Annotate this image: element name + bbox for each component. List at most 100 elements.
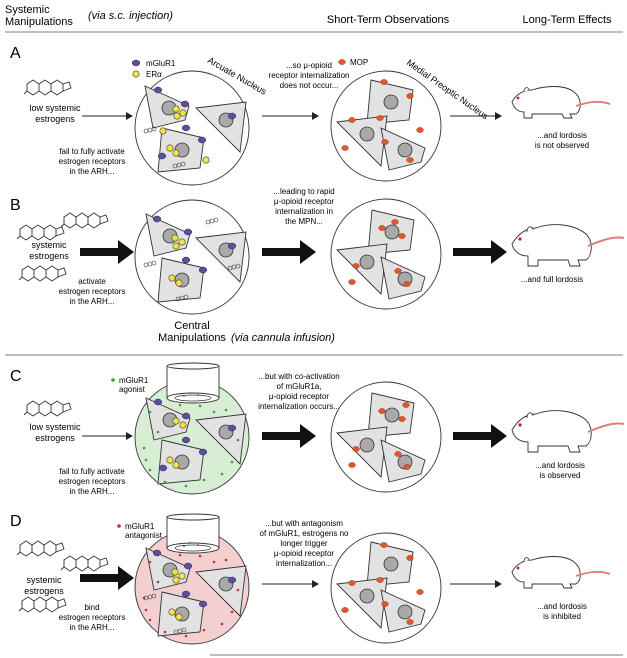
mglur1-receptor [183,228,193,236]
row-a-cause-1: fail to fully activate [59,147,125,156]
mop-receptor [403,464,411,470]
legend-mglur1: mGluR1 [146,59,176,68]
estrogen-small-icon [173,627,187,635]
legend-antagonist-icon [117,524,121,528]
mop-receptor [348,462,356,468]
mglur1-receptor [153,398,163,406]
row-a-letter: A [10,45,21,62]
mop-receptor [341,145,349,151]
row-d-letter: D [10,513,22,530]
mop-receptor [380,542,388,548]
row-d-mid-2: of mGluR1, estrogens no [260,529,349,538]
mglur1-receptor [227,112,237,120]
rat-icon [511,223,625,267]
legend-antagonist-1: mGluR1 [125,522,155,531]
mop-receptor [376,115,384,121]
mglur1-receptor [181,590,191,598]
row-b-mid-3: internalization in [275,207,333,216]
estrogen-molecule-icon [23,400,72,417]
mop-receptor [348,580,356,586]
row-a-mid-1: ...so μ-opioid [286,61,332,70]
estrogen-small-icon [172,161,186,169]
mglur1-receptor [198,600,208,608]
row-d-cause-3: in the ARH... [70,623,115,632]
row-b-arrow-2 [262,240,316,264]
mop-receptor [416,127,424,133]
row-b-letter: B [10,197,21,214]
estrogen-molecule-icon [18,265,67,282]
rat-icon [511,85,611,119]
mop-receptor [406,619,414,625]
era-receptor [175,613,183,621]
estrogen-small-icon [205,217,219,225]
header-systemic-note: (via s.c. injection) [88,10,173,22]
mop-receptor [378,225,386,231]
mglur1-receptor [227,576,237,584]
row-c-cause-3: in the ARH... [70,487,115,496]
mglur1-receptor [158,464,168,472]
era-receptor [166,456,174,464]
era-receptor [179,109,187,117]
mglur1-receptor [227,424,237,432]
mop-receptor [376,577,384,583]
central-line2: Manipulations [158,332,226,344]
row-c-estrogen-2: estrogens [35,433,75,443]
row-a-arrow-3-head [495,112,502,120]
era-receptor [178,238,186,246]
row-b-mid-4: the MPN... [285,217,323,226]
estrogen-molecule-icon [60,212,109,229]
row-c-effect-1: ...and lordosis [535,461,585,470]
estrogen-small-icon [175,294,189,302]
mop-receptor [352,446,360,452]
legend-era-icon [132,70,140,78]
row-c-arrow-1-head [126,432,133,440]
row-b-cause-2: estrogen receptors [59,287,126,296]
mop-receptor [416,589,424,595]
mop-receptor [380,79,388,85]
row-a-cause-2: estrogen receptors [59,157,126,166]
row-c-effect-2: is observed [540,471,581,480]
row-a: A low systemic estrogens fail to fully a… [10,45,611,186]
mglur1-receptor [183,562,193,570]
mglur1-receptor [152,215,162,223]
mop-receptor [381,139,389,145]
estrogen-molecule-icon [16,224,65,241]
row-c: C low systemic estrogens fail to fully a… [10,362,625,496]
row-a-mid-2: receptor internalization [269,71,350,80]
row-a-effect-2: is not observed [535,141,589,150]
mglur1-receptor [181,412,191,420]
row-d-mid-3: longer trigger [280,539,327,548]
mglur1-receptor [227,242,237,250]
mop-receptor [398,416,406,422]
row-a-arrow-2-head [312,112,319,120]
row-c-mid-3: μ-opioid receptor [269,392,330,401]
row-d-estrogen-2: estrogens [24,586,64,596]
row-a-cause-3: in the ARH... [70,167,115,176]
mop-receptor [348,117,356,123]
mop-receptor [406,93,414,99]
era-receptor [172,461,180,469]
mop-receptor [381,601,389,607]
row-d-arrow-3-head [495,580,502,588]
row-d-effect-2: is inhibited [543,612,581,621]
row-b-estrogen-1: systemic [31,240,67,250]
row-a-arrow-1-head [126,112,133,120]
era-receptor [166,144,174,152]
era-receptor [172,242,180,250]
mop-receptor [406,157,414,163]
cannula-icon [166,513,220,554]
row-a-estrogen-1: low systemic [29,103,81,113]
era-receptor [178,572,186,580]
row-d-effect-1: ...and lordosis [537,602,587,611]
row-c-mid-4: internalization occurs... [258,402,340,411]
era-receptor [168,274,176,282]
mglur1-receptor [181,436,191,444]
mop-receptor [394,268,402,274]
row-b-arrow-1 [80,240,134,264]
era-receptor [172,417,180,425]
row-c-mid-2: of mGluR1a, [277,382,322,391]
agonist-particles [142,392,240,488]
mglur1-receptor [198,448,208,456]
row-c-arrow-3 [453,424,507,448]
row-c-mid-1: ...but with co-activation [258,372,339,381]
